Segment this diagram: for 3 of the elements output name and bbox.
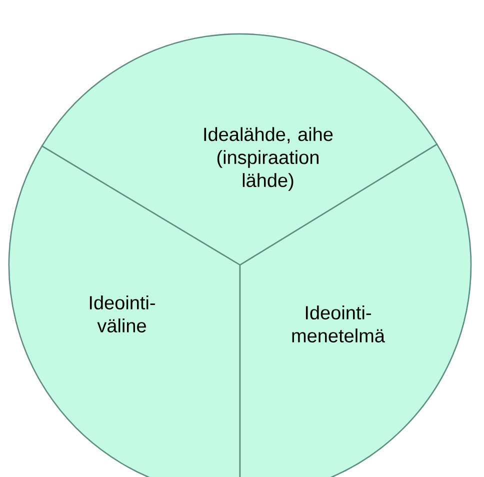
node-label: Ideointi- menetelmä (292, 306, 385, 342)
node-label: Ideointi- väline (90, 296, 155, 332)
pie-sector: Idealähde, aihe (inspiraation lähde) (41, 33, 438, 266)
